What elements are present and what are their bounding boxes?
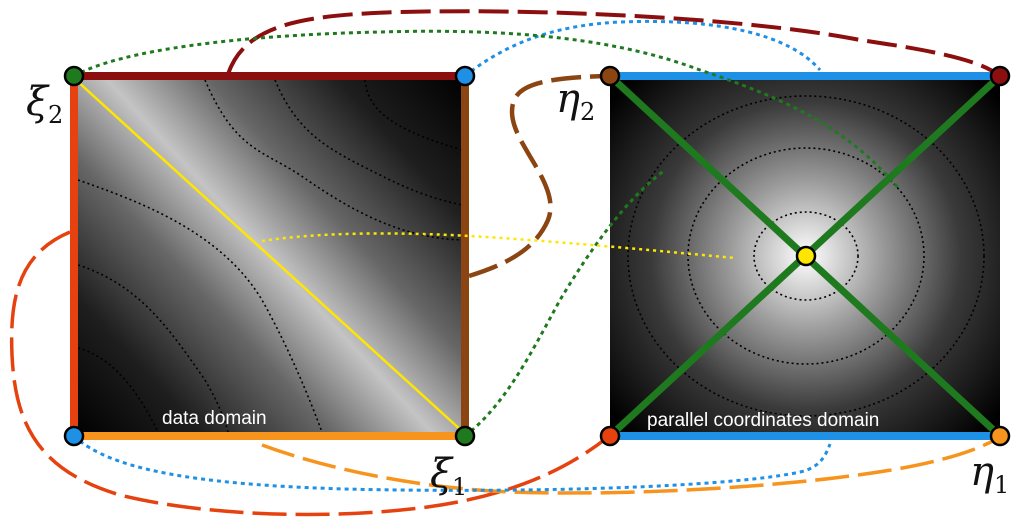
- node-green: [454, 425, 476, 447]
- diagonal-line: [75, 79, 464, 433]
- connector-yellow: [261, 232, 736, 260]
- node-blue: [454, 65, 476, 87]
- xi1-label: ξ1: [430, 451, 467, 501]
- contour-line: [364, 79, 463, 151]
- node-orange-red: [599, 425, 621, 447]
- contour-ring: [753, 211, 859, 301]
- xi2-label: ξ2: [26, 79, 63, 129]
- node-brown: [599, 65, 621, 87]
- eta1-label: η1: [970, 449, 1009, 499]
- contour-line: [77, 179, 323, 433]
- data-domain-panel: data domain: [70, 72, 469, 440]
- connectors: [9, 9, 1001, 517]
- eta2-label: η2: [556, 76, 595, 126]
- connector-brown: [468, 73, 609, 279]
- corner-nodes: [63, 65, 1011, 447]
- data-domain-label: data domain: [162, 408, 267, 429]
- node-green: [63, 65, 85, 87]
- contour-ring: [627, 95, 985, 417]
- node-orange: [989, 425, 1011, 447]
- connector-orange-red: [9, 230, 610, 517]
- connector-blue-top: [464, 19, 822, 78]
- parallel-domain-contours: [627, 95, 985, 417]
- connector-orange: [261, 435, 1001, 495]
- node-dark-red: [989, 65, 1011, 87]
- data-domain-contours: [77, 79, 463, 433]
- node-blue: [63, 425, 85, 447]
- contour-line: [77, 347, 159, 433]
- connector-blue-bottom: [72, 434, 832, 492]
- contour-line: [204, 79, 463, 241]
- corner-labels: ξ2 ξ1 η2 η1: [26, 76, 1009, 501]
- node-yellow-center: [795, 245, 817, 267]
- connector-dark-red: [226, 9, 1000, 77]
- parallel-domain-label: parallel coordinates domain: [647, 410, 879, 431]
